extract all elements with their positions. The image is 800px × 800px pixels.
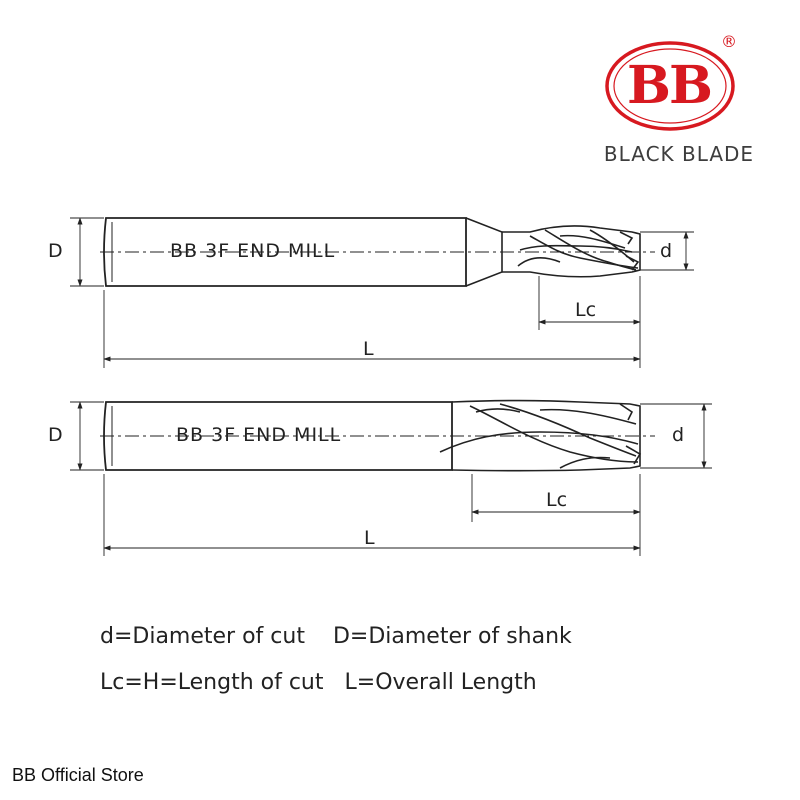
diagram-1-label-d: d — [660, 240, 673, 262]
diagram-2-label-L: L — [364, 527, 375, 549]
diagram-2 — [70, 399, 712, 556]
store-name: BB Official Store — [12, 765, 144, 785]
diagram-2-tool-label: BB 3F END MILL — [176, 424, 342, 446]
diagram-1-flutes — [502, 225, 641, 278]
brand-name: BLACK BLADE — [603, 142, 755, 166]
brand-logo: BB ® BLACK BLADE — [578, 28, 778, 178]
diagram-1-label-Lc: Lc — [575, 299, 597, 321]
diagram-2-label-Lc: Lc — [546, 489, 568, 511]
diagram-2-flutes — [439, 399, 642, 472]
diagram-1 — [70, 217, 694, 368]
end-mill-drawings — [70, 217, 712, 556]
legend-line-2: Lc=H=Length of cut L=Overall Length — [100, 670, 537, 695]
diagram-2-label-D: D — [48, 424, 63, 446]
legend-line-1: d=Diameter of cut D=Diameter of shank — [100, 624, 572, 649]
diagram-1-label-D: D — [48, 240, 63, 262]
diagram-1-label-L: L — [363, 338, 374, 360]
legend-cut-diameter: d=Diameter of cut — [100, 624, 305, 649]
registered-mark: ® — [721, 32, 737, 51]
legend-overall-length: L=Overall Length — [344, 670, 537, 695]
legend-shank-diameter: D=Diameter of shank — [332, 624, 572, 649]
diagram-2-label-d: d — [672, 424, 685, 446]
legend-cut-length: Lc=H=Length of cut — [100, 670, 324, 695]
diagram-2-shank — [103, 401, 453, 471]
logo-letters: BB — [627, 55, 713, 116]
logo-ellipse-icon — [605, 41, 735, 131]
diagram-1-shank — [103, 217, 467, 287]
diagram-1-tool-label: BB 3F END MILL — [170, 240, 336, 262]
